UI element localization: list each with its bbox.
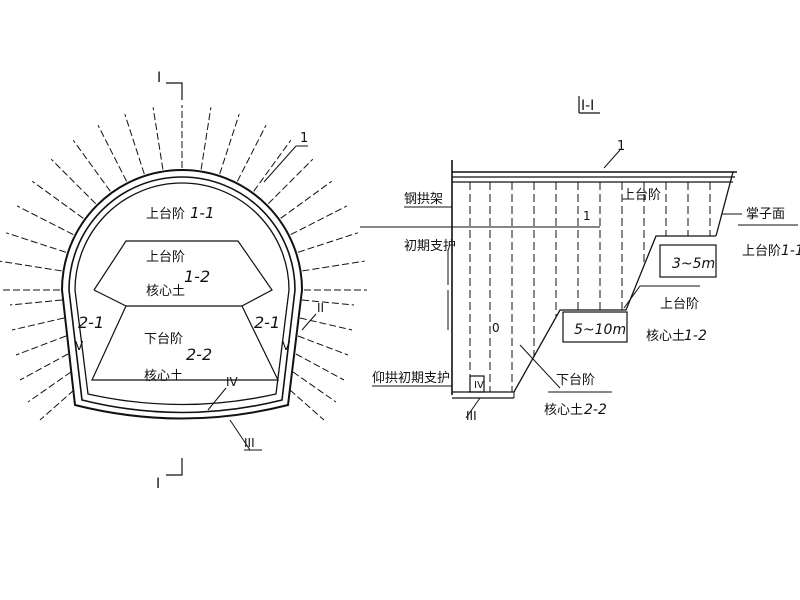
core-lower-code: 2-2 bbox=[584, 402, 607, 418]
anchor-bolt bbox=[9, 299, 63, 306]
lining-outer bbox=[60, 169, 304, 420]
anchor-bolt bbox=[297, 232, 359, 253]
core-upper-code: 1-2 bbox=[684, 328, 707, 344]
dist-upper: 3~5m bbox=[672, 256, 715, 272]
leader-III bbox=[229, 419, 251, 451]
zone-top-text: 上台阶 bbox=[146, 207, 185, 222]
anchor-bolt bbox=[236, 124, 267, 182]
zone-right-code: 2-1 bbox=[254, 313, 280, 332]
anchor-bolt bbox=[97, 124, 128, 182]
label-II: II bbox=[317, 301, 324, 315]
anchor-bolt bbox=[152, 107, 164, 170]
anchor-bolt bbox=[301, 299, 355, 306]
leader-1 bbox=[263, 145, 297, 183]
label-upper: 上台阶 bbox=[622, 188, 661, 203]
leader-1 bbox=[603, 149, 621, 169]
leader-IV bbox=[207, 387, 227, 411]
leader-III bbox=[465, 397, 481, 419]
label-1: 1 bbox=[617, 139, 625, 154]
anchor-bolt bbox=[289, 389, 325, 421]
lining-inner bbox=[74, 182, 290, 406]
face-code: 1-1 bbox=[781, 243, 800, 259]
core-lower-text-1: 下台阶 bbox=[556, 373, 595, 388]
anchor-bolt bbox=[39, 389, 75, 421]
zone-top-code: 1-1 bbox=[190, 204, 215, 222]
label-1: 1 bbox=[300, 131, 308, 146]
anchor-bolts bbox=[0, 105, 367, 421]
dist-lower: 5~10m bbox=[574, 322, 626, 338]
anchor-bolt bbox=[219, 113, 240, 175]
section-mark-top-bracket bbox=[166, 82, 183, 100]
lining-middle bbox=[68, 176, 296, 414]
anchor-bolt bbox=[253, 140, 292, 192]
iv-block bbox=[469, 375, 485, 393]
face-label: 掌子面 bbox=[746, 207, 785, 222]
label-V-left: V bbox=[75, 339, 84, 353]
section-mark-bottom-bracket bbox=[166, 458, 183, 476]
zone-core-text-2: 核心土 bbox=[146, 284, 185, 299]
dist-lower-box bbox=[562, 311, 628, 343]
anchor-bolt bbox=[290, 205, 348, 236]
anchor-bolt bbox=[124, 113, 145, 175]
longitudinal-section: I-I 3~5m 5~10m IV 1 上台阶 1 0 bbox=[360, 96, 800, 423]
cross-section: I I 1 II III IV V V 上台阶 1-1 上台阶 核心土 1-2 … bbox=[0, 70, 367, 492]
section-mark-top: I bbox=[157, 70, 161, 86]
anchor-bolt bbox=[267, 158, 314, 205]
core-upper-text-2: 核心土 bbox=[646, 329, 685, 344]
anchor-bolt bbox=[295, 353, 345, 381]
leader-II bbox=[301, 313, 317, 331]
anchor-bolt bbox=[299, 317, 353, 331]
anchor-bolt bbox=[27, 371, 72, 403]
anchor-bolt bbox=[297, 335, 349, 356]
steel-arches bbox=[469, 182, 711, 392]
label-initial-support: 初期支护 bbox=[404, 239, 456, 254]
label-III: III bbox=[466, 409, 477, 423]
anchor-bolt bbox=[280, 180, 332, 219]
zone-core-code: 1-2 bbox=[184, 267, 210, 286]
face-line bbox=[715, 171, 734, 237]
label-III: III bbox=[244, 436, 255, 450]
zone-left-code: 2-1 bbox=[78, 313, 104, 332]
anchor-bolt bbox=[72, 140, 111, 192]
core-upper-text-1: 上台阶 bbox=[660, 297, 699, 312]
label-0: 0 bbox=[492, 321, 500, 335]
leader-core-upper bbox=[623, 285, 641, 309]
anchor-bolt bbox=[200, 107, 212, 170]
anchor-bolt bbox=[32, 180, 84, 219]
leader-core-lower bbox=[519, 344, 561, 389]
anchor-bolt bbox=[5, 232, 67, 253]
anchor-bolt bbox=[19, 353, 69, 381]
section-title: I-I bbox=[581, 98, 594, 114]
anchor-bolt bbox=[302, 260, 365, 272]
core-lower-text-2: 核心土 bbox=[544, 403, 583, 418]
section-mark-bottom: I bbox=[156, 476, 160, 492]
label-IV: IV bbox=[474, 380, 484, 391]
label-mid-1: 1 bbox=[583, 209, 591, 223]
anchor-bolt bbox=[292, 371, 337, 403]
anchor-bolt bbox=[50, 158, 97, 205]
face-code-text: 上台阶 bbox=[742, 244, 781, 259]
zone-lower-code: 2-2 bbox=[186, 345, 212, 364]
anchor-bolt bbox=[0, 260, 62, 272]
zone-core-text-1: 上台阶 bbox=[146, 250, 185, 265]
label-invert-support: 仰拱初期支护 bbox=[372, 371, 450, 386]
anchor-bolt bbox=[16, 205, 74, 236]
zone-lower-text-1: 下台阶 bbox=[144, 332, 183, 347]
dist-upper-box bbox=[659, 244, 717, 278]
anchor-bolt bbox=[15, 335, 67, 356]
label-IV: IV bbox=[226, 375, 239, 389]
anchor-bolt bbox=[11, 317, 65, 331]
label-V-right: V bbox=[282, 339, 291, 353]
label-steel-arch: 钢拱架 bbox=[404, 192, 443, 207]
zone-lower-text-2: 核心土 bbox=[144, 369, 183, 384]
